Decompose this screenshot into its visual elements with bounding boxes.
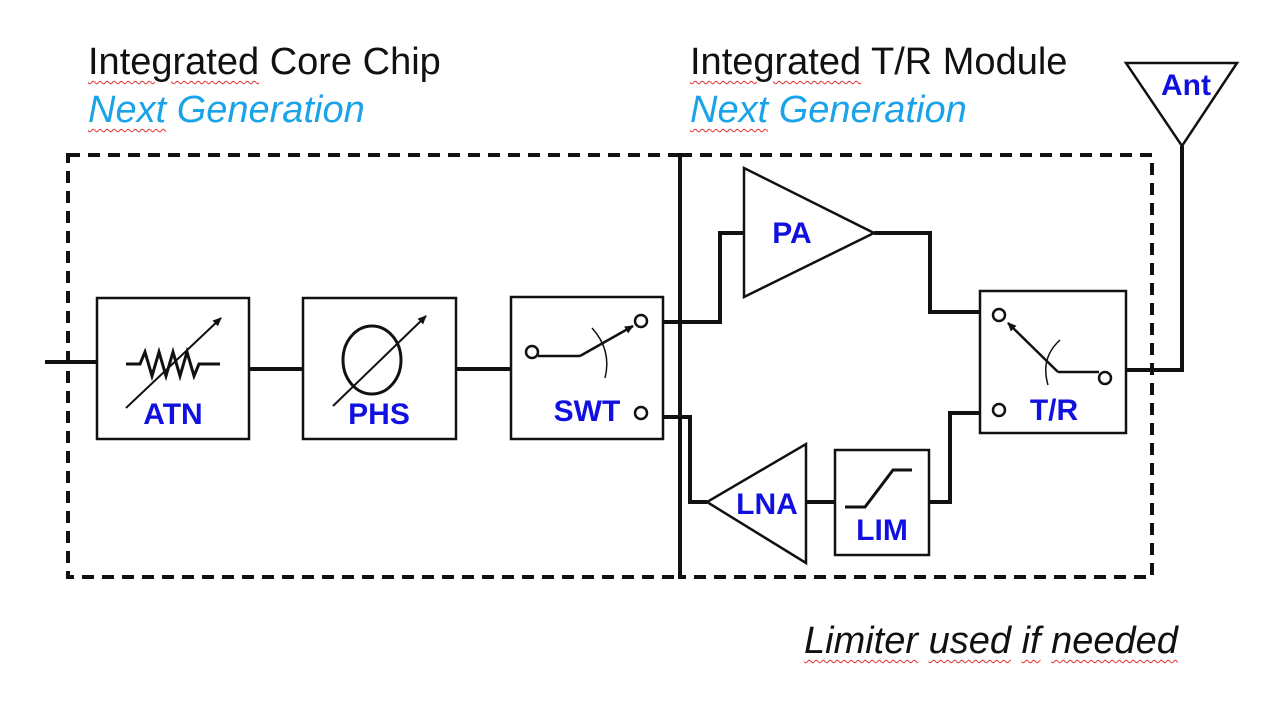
- signal-wires: [45, 146, 1184, 504]
- switch-output-terminal-top-icon: [633, 313, 649, 329]
- tr-switch-label: T/R: [1030, 394, 1079, 427]
- antenna-icon: [1123, 61, 1240, 149]
- core-chip-boundary: [66, 153, 682, 579]
- tr-module-title: Integrated T/R Module: [690, 42, 1067, 82]
- tr-switch-block: T/R: [978, 289, 1128, 435]
- tr-arc-icon: [1045, 339, 1061, 386]
- switch-block: SWT: [509, 295, 665, 441]
- tr-arm-icon: [1007, 322, 1059, 373]
- limiter-note: Limiter used if needed: [804, 620, 1178, 663]
- phase-shifter-block: PHS: [301, 296, 458, 441]
- tr-module-title-rest: T/R Module: [861, 41, 1068, 83]
- power-amp-label: PA: [772, 217, 811, 250]
- core-chip-title-rest: Core Chip: [259, 41, 441, 83]
- note-word-if: if: [1021, 620, 1041, 662]
- switch-label: SWT: [554, 395, 621, 428]
- phase-circle-icon: [341, 324, 403, 396]
- core-chip-title-word1: Integrated: [88, 41, 260, 83]
- lim-tr-wire: [929, 411, 980, 504]
- attenuator-box: [95, 296, 251, 441]
- tr-terminal-top-icon: [991, 307, 1007, 323]
- tr-terminal-bottom-icon: [991, 402, 1007, 418]
- variable-arrow-icon: [125, 317, 222, 409]
- core-chip-subtitle-word1: Next: [88, 89, 167, 131]
- limiter-label: LIM: [856, 514, 908, 547]
- power-amp-block: PA: [742, 165, 877, 300]
- lna-block: LNA: [704, 441, 808, 566]
- tr-module-subtitle-word1: Next: [690, 89, 769, 131]
- core-chip-title: Integrated Core Chip: [88, 42, 441, 82]
- limiter-box: [833, 448, 931, 557]
- note-word-limiter: Limiter: [804, 620, 919, 662]
- tr-module-subtitle-rest: Generation: [768, 89, 967, 131]
- pa-tr-wire: [874, 231, 980, 314]
- core-chip-subtitle-rest: Generation: [166, 89, 365, 131]
- switch-input-terminal-icon: [524, 344, 540, 360]
- phase-arrow-icon: [332, 315, 427, 407]
- switch-arc-icon: [591, 327, 608, 379]
- note-word-used: used: [928, 620, 1011, 662]
- phase-shifter-label: PHS: [348, 398, 410, 431]
- tr-module-boundary: [678, 153, 1154, 579]
- resistor-icon: [126, 346, 220, 382]
- attenuator-label: ATN: [143, 398, 202, 431]
- attenuator-block: ATN: [95, 296, 251, 441]
- lna-label: LNA: [736, 488, 798, 521]
- phase-shifter-box: [301, 296, 458, 441]
- swt-lna-wire: [663, 415, 707, 504]
- swt-pa-wire: [663, 231, 744, 324]
- antenna-label: Ant: [1161, 69, 1211, 102]
- antenna-block: Ant: [1123, 61, 1240, 149]
- lna-triangle-icon: [704, 441, 808, 566]
- tr-terminal-common-icon: [1097, 370, 1113, 386]
- note-word-needed: needed: [1051, 620, 1178, 662]
- limiter-curve-icon: [845, 468, 912, 509]
- switch-arm-icon: [579, 324, 634, 358]
- tr-module-title-word1: Integrated: [690, 41, 862, 83]
- switch-output-terminal-bottom-icon: [633, 405, 649, 421]
- tr-ant-wire: [1126, 146, 1184, 372]
- power-amp-triangle-icon: [742, 165, 877, 300]
- limiter-block: LIM: [833, 448, 931, 557]
- tr-module-subtitle: Next Generation: [690, 90, 967, 130]
- core-chip-subtitle: Next Generation: [88, 90, 365, 130]
